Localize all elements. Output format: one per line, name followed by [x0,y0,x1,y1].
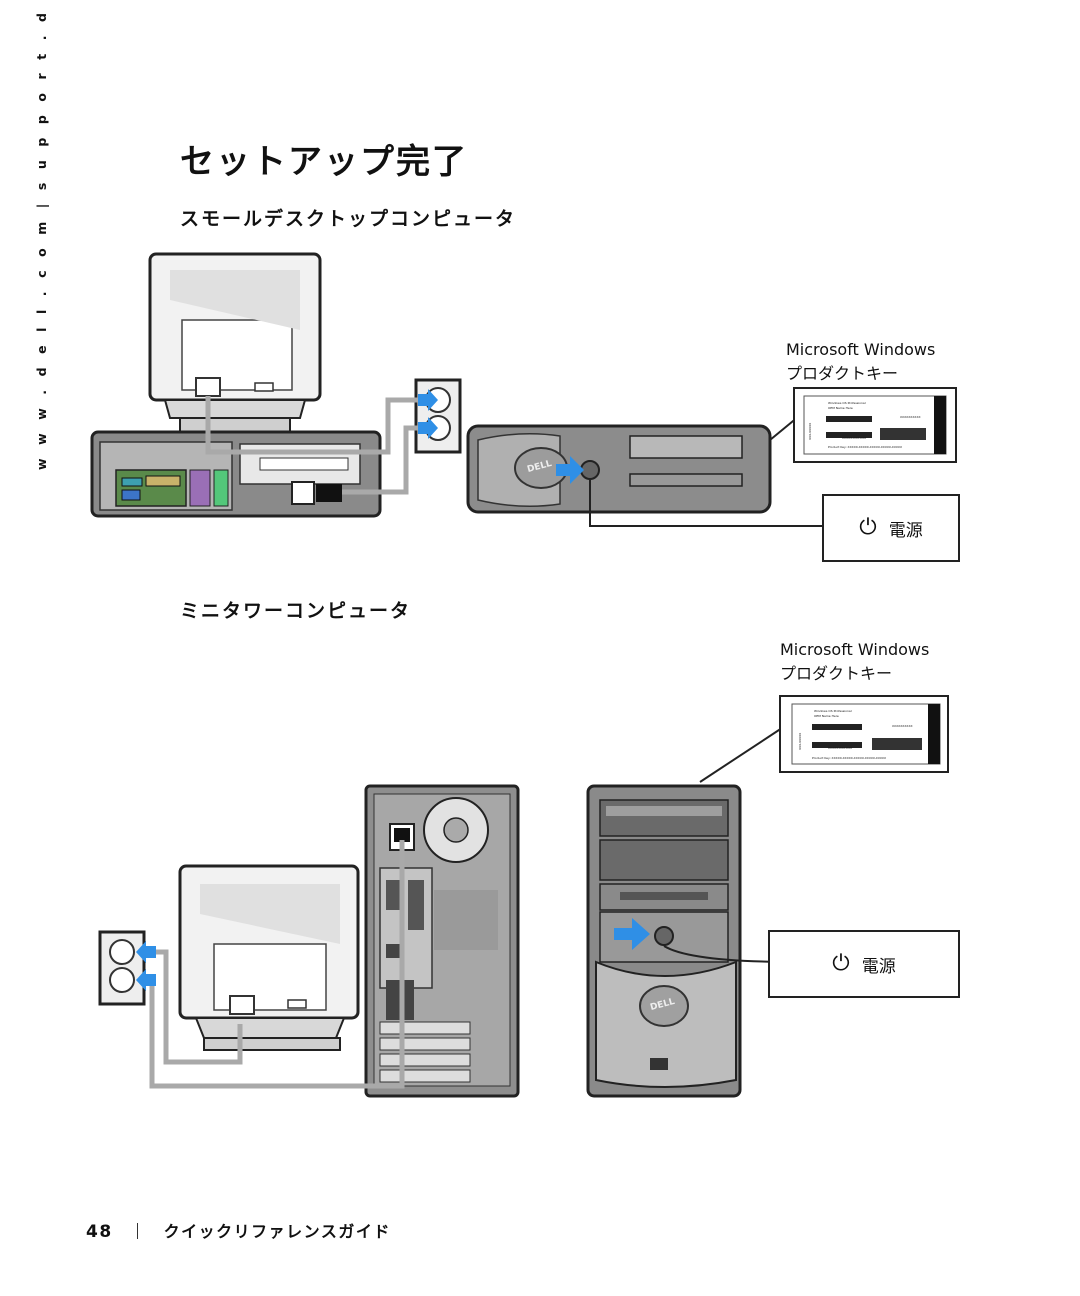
small-desktop-monitor-back [148,252,322,433]
sticker-small-key: Product Key: XXXXX-XXXXX-XXXXX-XXXXX-XXX… [828,445,903,449]
power-icon: ⏻ [859,515,877,540]
small-desktop-heading: スモールデスクトップコンピュータ [180,208,517,230]
mini-tower-back-case [364,784,520,1098]
product-key-label-tower: Microsoft Windows プロダクトキー [780,640,930,683]
sticker-tower-key: Product Key: XXXXX-XXXXX-XXXXX-XXXXX-XXX… [812,756,887,760]
page-title: セットアップ完了 [180,142,468,182]
power-label-small: 電源 [888,520,923,541]
arrows-small-outlet [418,389,438,439]
leader-line-sticker-tower [699,727,783,783]
leader-line-power-small [589,480,822,527]
sticker-tower-mid-code: XXXXX-XXX-XXX [828,746,853,750]
arrow-power-button-small [556,456,584,484]
sticker-tower-serial: XXXXXXXXXX [892,724,913,728]
power-callout-tower: ⏻ 電源 [768,930,960,998]
wall-outlet-tower [98,930,146,1006]
small-desktop-front-case [466,424,772,514]
sticker-small-serial: XXXXXXXXXX [900,415,921,419]
sticker-small-text: Windows OS Professional OEM Name Here [828,401,866,410]
page-footer: 48 クイックリファレンスガイド [86,1218,391,1242]
sticker-tower-side-code: XXX-XXXXX [798,732,802,750]
guide-title: クイックリファレンスガイド [163,1222,391,1241]
small-desktop-back-case [90,430,382,518]
footer-divider [136,1223,138,1239]
sticker-tower-text: Windows OS Professional OEM Name Here [814,709,852,718]
wall-outlet-small [414,378,462,454]
power-callout-small: ⏻ 電源 [822,494,960,562]
mini-tower-heading: ミニタワーコンピュータ [180,600,412,622]
sticker-small-mid-code: XXXXX-XXX-XXX [842,436,867,440]
arrows-tower-outlet [136,941,156,991]
mini-tower-front-case [586,784,742,1098]
product-key-sticker-tower [779,695,949,773]
product-key-sticker-small [793,387,957,463]
power-label-tower: 電源 [861,956,896,977]
product-key-label-small: Microsoft Windows プロダクトキー [786,340,936,383]
mini-tower-monitor-back [178,864,360,1051]
power-icon: ⏻ [832,951,850,976]
page-number: 48 [86,1222,113,1242]
arrow-power-button-tower [614,918,650,950]
power-cables-small [205,396,420,495]
sticker-small-side-code: XXX-XXXXX [808,422,812,440]
